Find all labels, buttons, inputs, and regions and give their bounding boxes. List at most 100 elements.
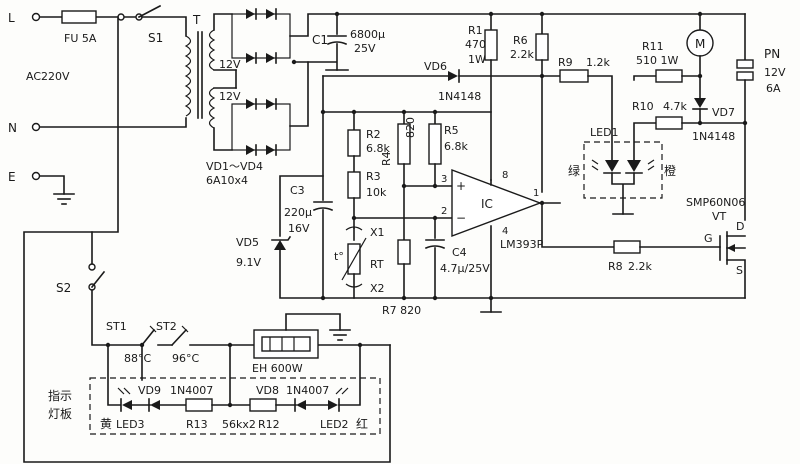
r8-value: 2.2k <box>628 260 652 273</box>
st1-ref: ST1 <box>106 320 127 333</box>
svg-text:4: 4 <box>502 226 508 237</box>
diode-vd7 <box>692 98 708 124</box>
st1-temp: 88°C <box>124 352 151 365</box>
svg-text:E: E <box>8 170 16 184</box>
switch-s2-blade <box>90 231 106 289</box>
r1-ref: R1 <box>468 24 483 37</box>
svg-text:2: 2 <box>441 206 447 217</box>
motor: M <box>686 13 714 99</box>
led2-ref: LED2 <box>320 418 349 431</box>
rectifier-part: 6A10x4 <box>206 174 248 187</box>
resistor-r10 <box>633 116 746 161</box>
switch-s1-blade <box>137 4 162 19</box>
panel-label-2: 灯板 <box>48 407 72 421</box>
switch-s1-label: S1 <box>148 31 163 45</box>
resistor-r9 <box>541 69 613 161</box>
r13-ref: R13 <box>186 418 208 431</box>
resistor-r2 <box>347 111 361 173</box>
transformer-primary <box>184 31 203 119</box>
c3-ref: C3 <box>290 184 305 197</box>
indicator-board <box>89 377 381 435</box>
rectifier-ref: VD1～VD4 <box>206 160 263 173</box>
fuse-label: FU 5A <box>64 32 97 45</box>
r12-ref: R12 <box>258 418 280 431</box>
led2-color: 红 <box>356 416 368 431</box>
vd8-ref: VD8 <box>256 384 279 397</box>
transformer-secondary <box>208 29 216 129</box>
mosfet-vt <box>719 231 746 299</box>
led1-ref: LED1 <box>590 126 619 139</box>
r3-value: 10k <box>366 186 387 199</box>
panel-label-1: 指示 <box>48 388 72 403</box>
switch-s2-label: S2 <box>56 281 71 295</box>
svg-text:3: 3 <box>441 174 447 185</box>
r12r13-value: 56kx2 <box>222 418 256 431</box>
svg-text:N: N <box>8 121 17 135</box>
led3-ref: LED3 <box>116 418 145 431</box>
capacitor-c4 <box>424 217 446 299</box>
ic-part: LM393P <box>500 238 544 251</box>
r10-value: 4.7k <box>663 100 687 113</box>
rt-x2: X2 <box>370 282 385 295</box>
rt-t: t° <box>334 250 344 263</box>
led1-orange: 橙 <box>664 163 676 178</box>
terminal-e: E <box>8 170 41 184</box>
pump-voltage: 12V <box>764 66 786 79</box>
switch-s2-contact-a <box>88 263 96 271</box>
rt-x1: X1 <box>370 226 385 239</box>
resistor-r6 <box>535 13 549 193</box>
c1-ref: C1 <box>312 33 328 47</box>
pump-ref: PN <box>764 47 780 61</box>
capacitor-c1 <box>325 13 349 71</box>
capacitor-c3 <box>312 111 334 299</box>
c1-voltage: 25V <box>354 42 376 55</box>
svg-text:+: + <box>456 179 466 193</box>
r7-label: R7 820 <box>382 304 421 317</box>
vd6-ref: VD6 <box>424 60 447 73</box>
resistor-r11 <box>633 69 701 83</box>
rt-ref: RT <box>370 258 384 271</box>
c3-value: 220μ <box>284 206 312 219</box>
vd5-value: 9.1V <box>236 256 261 269</box>
heater-eh <box>229 313 391 359</box>
mosfet-part: SMP60N06 <box>686 196 745 209</box>
thermistor-rt <box>341 226 367 299</box>
r4-value: 820 <box>404 117 417 138</box>
led2-red <box>328 344 361 412</box>
switch-s1-contact-a <box>117 13 125 21</box>
svg-text:M: M <box>695 37 705 51</box>
earth-symbol <box>39 175 75 205</box>
resistor-r3 <box>347 171 361 229</box>
terminal-l: L <box>8 11 41 25</box>
led3-color: 黄 <box>100 417 112 431</box>
resistor-r4 <box>397 111 411 299</box>
c1-value: 6800μ <box>350 28 385 41</box>
st2-ref: ST2 <box>156 320 177 333</box>
comparator-ic: + − IC 3 2 8 4 1 <box>441 168 542 238</box>
r5-ref: R5 <box>444 124 459 137</box>
c3-voltage: 16V <box>288 222 310 235</box>
pump-pn <box>736 13 754 221</box>
secondary-1-voltage: 12V <box>219 58 241 71</box>
svg-text:−: − <box>456 211 466 225</box>
svg-text:8: 8 <box>502 170 508 181</box>
resistor-r13 <box>185 398 251 412</box>
r11-value: 510 1W <box>636 54 678 67</box>
r2-value: 6.8k <box>366 142 390 155</box>
vd9-part: 1N4007 <box>170 384 213 397</box>
led1-bicolor <box>583 141 663 215</box>
thermostat-st2 <box>170 325 231 347</box>
c4-value: 4.7μ/25V <box>440 262 490 275</box>
r3-ref: R3 <box>366 170 381 183</box>
vd6-part: 1N4148 <box>438 90 481 103</box>
fuse <box>61 10 97 24</box>
heater-label: EH 600W <box>252 362 303 375</box>
vd7-part: 1N4148 <box>692 130 735 143</box>
st2-temp: 96°C <box>172 352 199 365</box>
transformer-label: T <box>192 13 201 27</box>
vd7-ref: VD7 <box>712 106 735 119</box>
rectifier-bridge-upper <box>231 8 291 64</box>
led3-yellow <box>117 387 132 412</box>
vd9-ref: VD9 <box>138 384 161 397</box>
led1-green: 绿 <box>568 163 580 178</box>
